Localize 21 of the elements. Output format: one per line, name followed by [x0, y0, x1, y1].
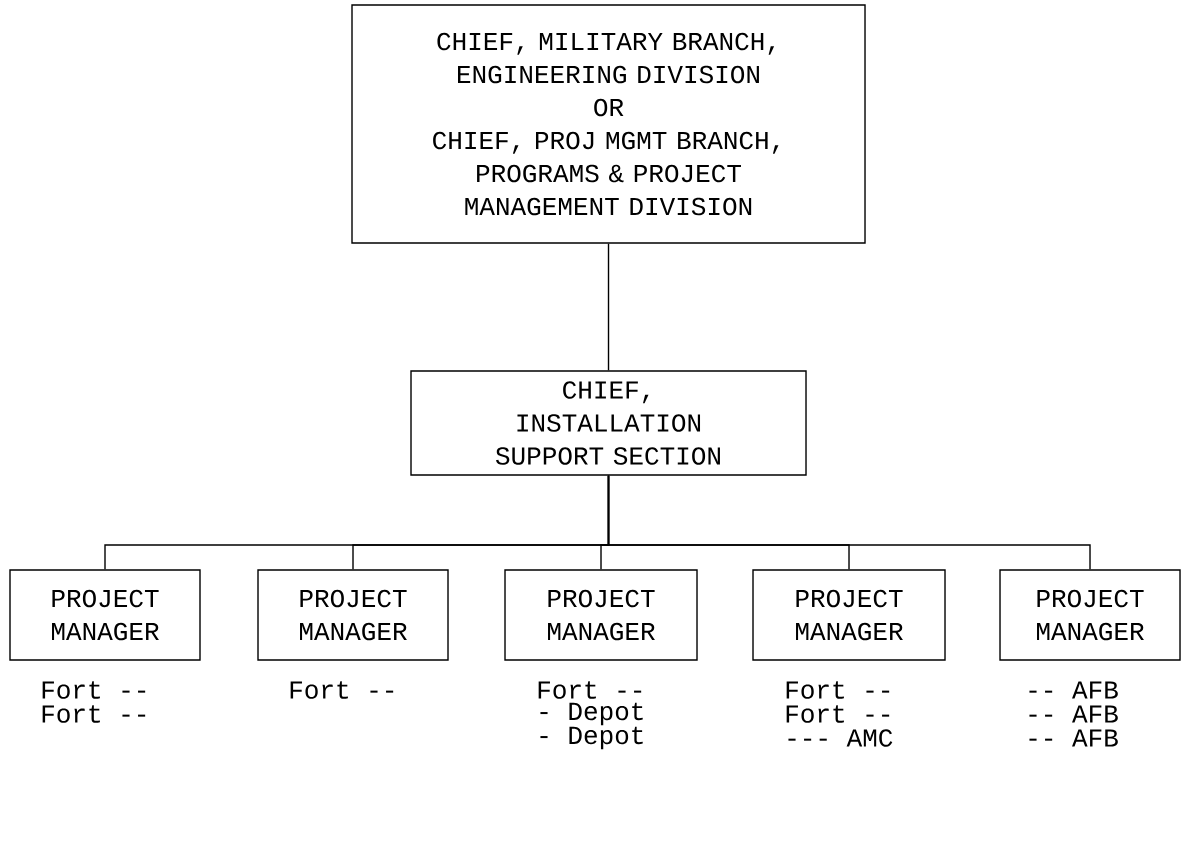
- location-label: Fort --: [786, 681, 890, 699]
- location-label: Fort --: [42, 681, 146, 699]
- org-box: PROJECT MANAGER: [504, 569, 698, 661]
- location-label: -- AFB: [1029, 681, 1118, 699]
- location-label: Fort --: [786, 705, 890, 723]
- org-box: PROJECT MANAGER: [257, 569, 449, 661]
- location-label: Fort --: [290, 681, 394, 699]
- location-label: - Depot: [540, 702, 643, 726]
- location-label: - Depot: [540, 726, 643, 750]
- location-label: -- AFB: [1029, 729, 1118, 747]
- org-box: PROJECT MANAGER: [752, 569, 946, 661]
- location-label: Fort --: [538, 681, 642, 699]
- connector-line: [607, 475, 1091, 570]
- org-box: PROJECT MANAGER: [9, 569, 201, 661]
- connector-line: [607, 243, 610, 371]
- org-box: PROJECT MANAGER: [999, 569, 1181, 661]
- location-label: --- AMC: [788, 729, 893, 747]
- org-box: CHIEF, INSTALLATION SUPPORT SECTION: [410, 370, 807, 476]
- org-box: CHIEF, MILITARY BRANCH, ENGINEERING DIVISION OR CHIEF, PROJ MGMT BRANCH, PROGRAMS & PROJECT MANAGEMENT DIVISION: [351, 4, 866, 244]
- location-label: Fort --: [42, 705, 146, 723]
- location-label: -- AFB: [1029, 705, 1118, 723]
